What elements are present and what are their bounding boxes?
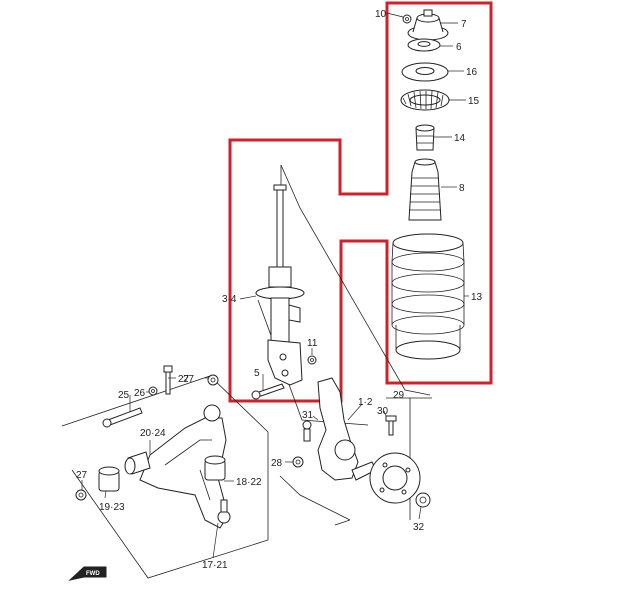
- callout-27-right: 27: [183, 374, 195, 385]
- callout-27-left: 27: [76, 470, 88, 481]
- hub-nut: [415, 492, 431, 508]
- callout-29: 29: [393, 390, 405, 401]
- knuckle-nut: [292, 456, 304, 468]
- spring-upper-seat: [401, 62, 449, 82]
- callout-26: 26: [134, 388, 146, 399]
- rear-bushing: [98, 466, 120, 492]
- callout-17-21: 17·21: [202, 560, 228, 571]
- callout-5: 5: [254, 368, 260, 379]
- hub-bolt: [385, 415, 397, 436]
- mount-bearing: [407, 38, 441, 52]
- callout-27-top: 27: [178, 374, 190, 385]
- bump-stopper: [415, 124, 435, 151]
- arm-bushing: [204, 455, 226, 481]
- callout-11: 11: [307, 338, 318, 349]
- arm-bolt: [102, 407, 143, 428]
- strut-bolt: [251, 383, 285, 400]
- strut-mount: [407, 9, 449, 41]
- callout-30: 30: [377, 406, 389, 417]
- steering-knuckle: [317, 377, 377, 481]
- arm-washer: [148, 386, 158, 396]
- coil-spring: [391, 233, 465, 360]
- strut-assembly: [255, 184, 305, 386]
- callout-32: 32: [413, 522, 425, 533]
- mount-nut: [402, 14, 412, 24]
- callout-7: 7: [461, 19, 467, 30]
- callout-18-22: 18·22: [236, 477, 262, 488]
- knuckle-bolt: [302, 420, 312, 442]
- dust-boot: [408, 158, 442, 221]
- callout-14: 14: [454, 133, 466, 144]
- callout-28: 28: [271, 458, 283, 469]
- callout-labels: 10 7 6 16 15 14 8 13 3·4 11 5 27 25 26 2…: [76, 9, 483, 571]
- callout-31: 31: [302, 410, 314, 421]
- arm-nut-lower: [75, 489, 87, 501]
- arm-stud: [163, 365, 173, 395]
- callout-8: 8: [459, 183, 465, 194]
- callout-1-2: 1·2: [358, 397, 373, 408]
- callout-20-24: 20·24: [140, 428, 166, 439]
- fwd-arrow-icon: FWD: [68, 566, 107, 581]
- callout-19-23: 19·23: [99, 502, 125, 513]
- arm-nut-upper: [207, 374, 219, 386]
- assembly-frames: [61, 164, 432, 579]
- callout-25: 25: [118, 390, 130, 401]
- callout-6: 6: [456, 42, 462, 53]
- leader-lines: [81, 12, 469, 559]
- fwd-label: FWD: [86, 571, 100, 577]
- strut-nut: [307, 355, 317, 365]
- callout-15: 15: [468, 96, 480, 107]
- callout-10: 10: [375, 9, 387, 20]
- callout-13: 13: [471, 292, 483, 303]
- wheel-hub: [369, 452, 421, 504]
- callout-16: 16: [466, 67, 478, 78]
- spring-upper-insulator: [400, 89, 450, 111]
- callout-3-4: 3·4: [222, 294, 237, 305]
- front-bushing: [124, 451, 151, 475]
- ball-joint: [203, 404, 231, 524]
